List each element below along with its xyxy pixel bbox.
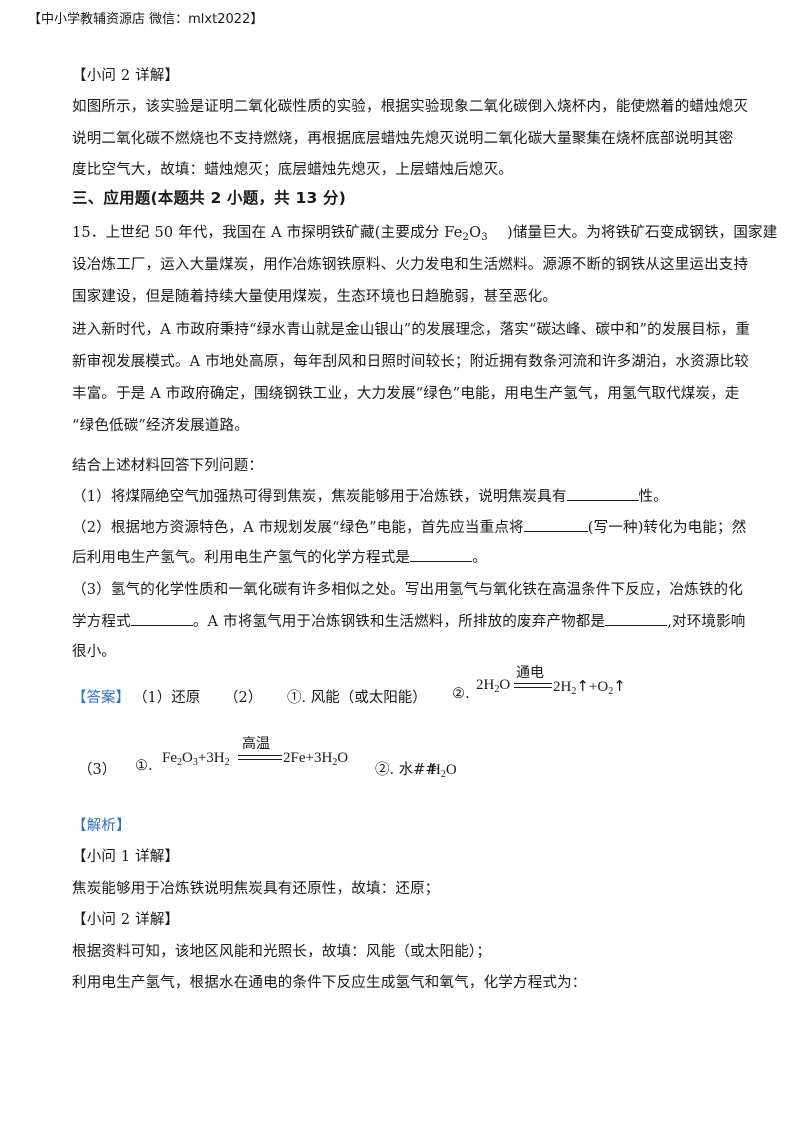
question-prompt: 结合上述材料回答下列问题：	[72, 458, 264, 474]
answer-blank	[605, 611, 668, 626]
question-15-line: 进入新时代，A 市政府秉持“绿水青山就是金山银山”的发展理念，落实“碳达峰、碳中…	[72, 322, 751, 338]
question-15-line: 设冶炼工厂，运入大量煤炭，用作冶炼钢铁原料、火力发电和生活燃料。源源不断的钢铁从…	[72, 257, 749, 273]
answer-blank	[523, 517, 588, 532]
sub-question-2-cont: 后利用电生产氢气。利用电生产氢气的化学方程式是。	[72, 546, 487, 567]
sub-question-1-heading: 【小问 1 详解】	[72, 849, 180, 865]
answer-blank	[130, 611, 193, 626]
detail-line: 说明二氧化碳不燃烧也不支持燃烧，再根据底层蜡烛先熄灭说明二氧化碳大量聚集在烧杯底…	[72, 131, 734, 147]
equation-condition: 高温	[242, 736, 270, 752]
reduction-reactants: Fe2O3+3H2	[162, 750, 230, 768]
sub-question-3-end: 很小。	[72, 644, 117, 660]
water-formula: H2O	[430, 762, 457, 780]
electrolysis-reactant: 2H2O	[476, 677, 511, 695]
equation-condition: 通电	[516, 665, 544, 681]
analysis-label: 【解析】	[72, 818, 131, 834]
answer-part-2-2: ②.	[452, 686, 470, 702]
answer-part-2: （2）	[224, 690, 263, 706]
electrolysis-products: 2H2↑+O2↑	[553, 677, 626, 697]
answer-blank	[566, 486, 639, 501]
equation-sign	[514, 687, 552, 688]
question-15-line: “绿色低碳”经济发展道路。	[72, 418, 249, 434]
sub-question-3-cont: 学方程式。A 市将氢气用于冶炼钢铁和生活燃料，所排放的废弃产物都是,对环境影响	[72, 610, 746, 631]
analysis-line: 焦炭能够用于冶炼铁说明焦炭具有还原性，故填：还原；	[72, 881, 440, 897]
detail-line: 度比空气大，故填：蜡烛熄灭；底层蜡烛先熄灭，上层蜡烛后熄灭。	[72, 162, 513, 178]
page-header: 【中小学教辅资源店 微信：mlxt2022】	[28, 12, 264, 27]
equation-sign	[238, 755, 282, 756]
sub-question-3: （3）氢气的化学性质和一氧化碳有许多相似之处。写出用氢气与氧化铁在高温条件下反应…	[72, 582, 743, 598]
sub-question-1: （1）将煤隔绝空气加强热可得到焦炭，焦炭能够用于冶炼铁，说明焦炭具有性。	[72, 485, 668, 506]
sub-question-2-heading: 【小问 2 详解】	[72, 912, 180, 928]
detail-line: 如图所示，该实验是证明二氧化碳性质的实验，根据实验现象二氧化碳倒入烧杯内，能使燃…	[72, 99, 749, 115]
section-title: 三、应用题(本题共 2 小题，共 13 分)	[72, 189, 347, 207]
equation-sign	[238, 759, 282, 760]
answer-part-2-1: ①. 风能（或太阳能）	[287, 690, 427, 706]
sub-question-2: （2）根据地方资源特色，A 市规划发展“绿色”电能，首先应当重点将(写一种)转化…	[72, 516, 746, 537]
answer-part-1: （1）还原	[133, 690, 201, 706]
answer-part-3-2: ②. 水##	[375, 762, 438, 778]
sub-question-2-heading: 【小问 2 详解】	[72, 68, 180, 84]
answer-label: 【答案】	[72, 690, 130, 706]
reduction-products: 2Fe+3H2O	[283, 750, 349, 768]
answer-blank	[410, 547, 473, 562]
analysis-line: 利用电生产氢气，根据水在通电的条件下反应生成氢气和氧气，化学方程式为：	[72, 975, 587, 991]
question-15-line: 丰富。于是 A 市政府确定，围绕钢铁工业，大力发展“绿色”电能，用电生产氢气，用…	[72, 386, 740, 402]
question-15-line: 新审视发展模式。A 市地处高原，每年刮风和日照时间较长；附近拥有数条河流和许多湖…	[72, 354, 749, 370]
answer-part-3: （3）	[78, 762, 117, 778]
question-15-line: 15．上世纪 50 年代，我国在 A 市探明铁矿藏(主要成分 Fe2O3 )储量…	[72, 225, 778, 243]
equation-sign	[514, 683, 552, 684]
answer-part-3-1: ①.	[135, 758, 153, 774]
question-15-line: 国家建设，但是随着持续大量使用煤炭，生态环境也日趋脆弱，甚至恶化。	[72, 289, 558, 305]
analysis-line: 根据资料可知，该地区风能和光照长，故填：风能（或太阳能）；	[72, 944, 492, 960]
